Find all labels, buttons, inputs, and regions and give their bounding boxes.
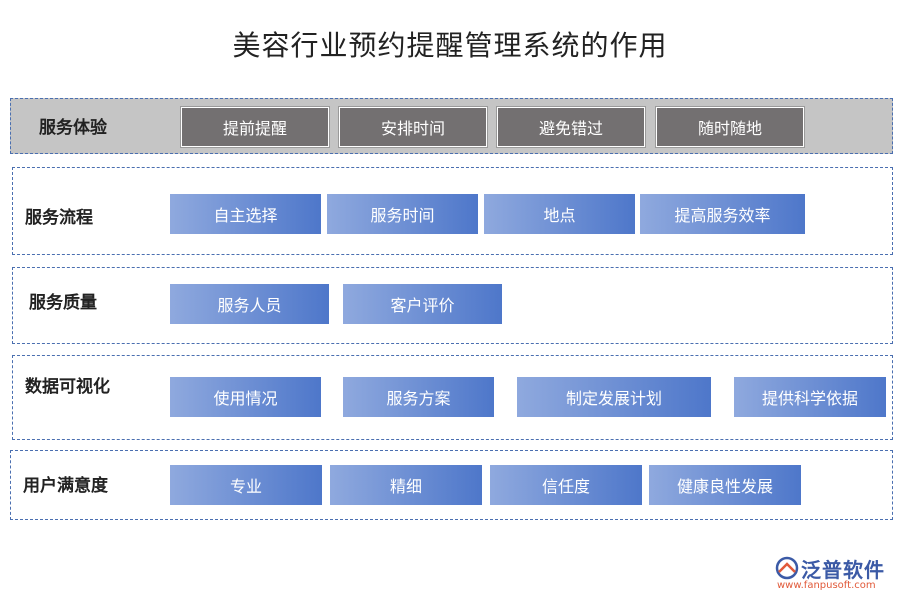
row-label: 用户满意度 [23, 476, 108, 496]
row-data-visualization: 数据可视化 使用情况 服务方案 制定发展计划 提供科学依据 [12, 355, 893, 440]
item-box: 制定发展计划 [517, 377, 711, 417]
row-label: 服务体验 [39, 118, 107, 138]
item-box: 自主选择 [170, 194, 321, 234]
row-label: 服务流程 [25, 208, 93, 228]
item-box: 避免错过 [497, 107, 645, 147]
item-box: 服务方案 [343, 377, 494, 417]
item-box: 使用情况 [170, 377, 321, 417]
item-box: 服务人员 [170, 284, 329, 324]
row-service-experience: 服务体验 提前提醒 安排时间 避免错过 随时随地 [10, 98, 893, 154]
item-box: 地点 [484, 194, 635, 234]
item-box: 专业 [170, 465, 322, 505]
row-label: 服务质量 [29, 293, 97, 313]
fanpu-logo-icon [775, 556, 799, 580]
diagram-title: 美容行业预约提醒管理系统的作用 [232, 29, 668, 62]
item-box: 精细 [330, 465, 482, 505]
row-label: 数据可视化 [25, 377, 110, 397]
brand-logo: 泛普软件 www.fanpusoft.com [775, 554, 893, 594]
row-service-quality: 服务质量 服务人员 客户评价 [12, 267, 893, 344]
item-box: 客户评价 [343, 284, 502, 324]
row-service-process: 服务流程 自主选择 服务时间 地点 提高服务效率 [12, 167, 893, 255]
logo-url: www.fanpusoft.com [777, 580, 876, 591]
item-box: 随时随地 [656, 107, 804, 147]
row-user-satisfaction: 用户满意度 专业 精细 信任度 健康良性发展 [10, 450, 893, 520]
item-box: 提供科学依据 [734, 377, 886, 417]
item-box: 提前提醒 [181, 107, 329, 147]
item-box: 提高服务效率 [640, 194, 805, 234]
item-box: 健康良性发展 [649, 465, 801, 505]
item-box: 信任度 [490, 465, 642, 505]
item-box: 服务时间 [327, 194, 478, 234]
item-box: 安排时间 [339, 107, 487, 147]
logo-name: 泛普软件 [801, 558, 885, 582]
